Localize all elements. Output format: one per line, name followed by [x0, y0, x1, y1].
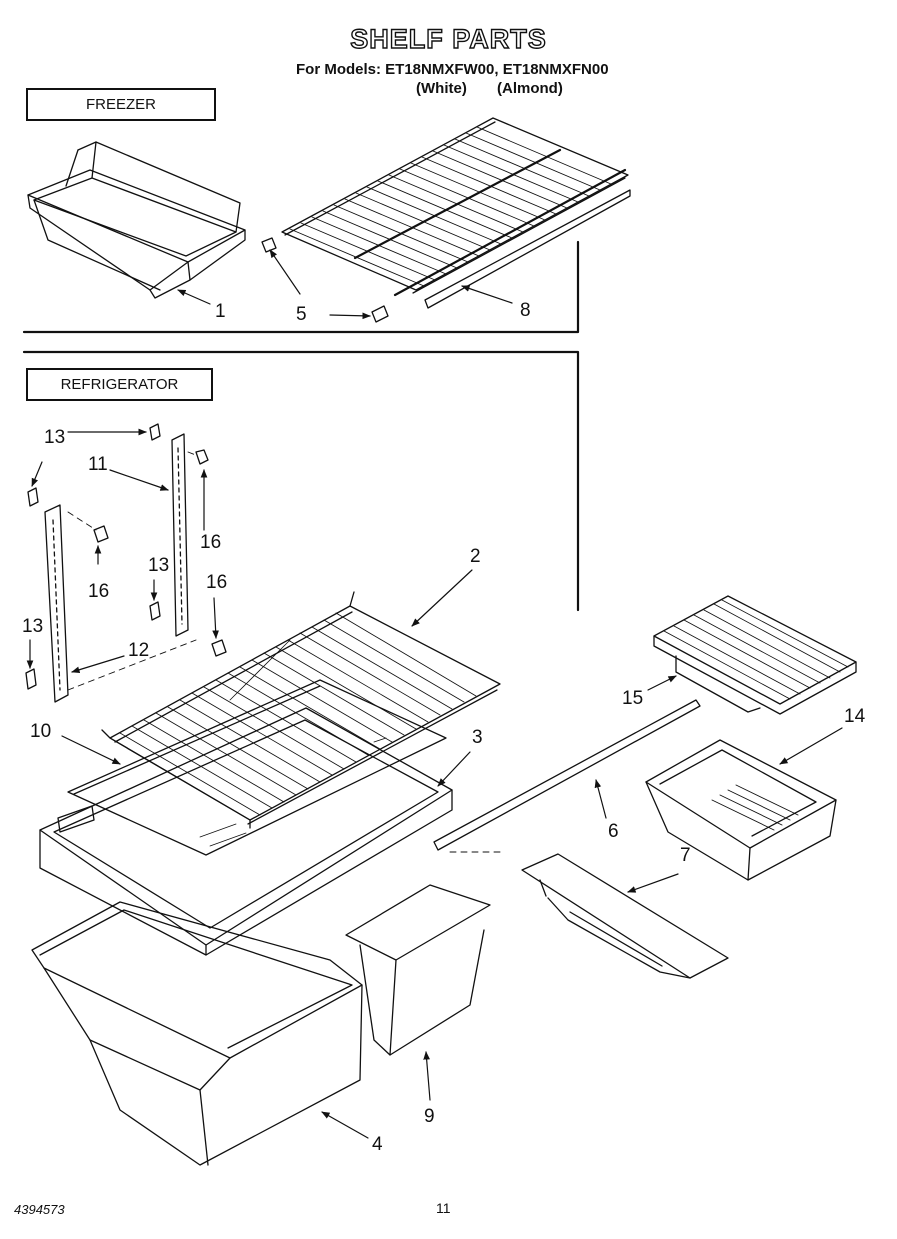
- callout-16-top: 16: [200, 532, 222, 553]
- crisper-drawer-part: [31, 901, 363, 1166]
- callout-7: 7: [680, 845, 691, 866]
- callout-10: 10: [30, 721, 52, 742]
- leader-lines: [26, 249, 843, 1139]
- document-number: 4394573: [14, 1202, 65, 1217]
- callout-6: 6: [608, 821, 619, 842]
- models-line: For Models: ET18NMXFW00, ET18NMXFN00: [296, 61, 609, 78]
- freezer-wire-shelf-part: [281, 117, 631, 309]
- callout-9: 9: [424, 1106, 435, 1127]
- shelf-frame-part: [39, 707, 453, 956]
- callout-13-top: 13: [44, 427, 66, 448]
- alignment-dashes: [67, 451, 501, 853]
- screws-part: [93, 449, 227, 657]
- page-number: 11: [436, 1200, 451, 1216]
- page-title: SHELF PARTS: [350, 23, 547, 54]
- callout-2: 2: [470, 546, 481, 567]
- cover-rail-part: [433, 699, 701, 851]
- shelf-ladder-rails-part: [44, 433, 189, 703]
- callout-13-bottom: 13: [22, 616, 44, 637]
- freezer-basket-part: [27, 141, 246, 299]
- small-crisper-drawer-part: [345, 884, 491, 1056]
- callout-16-right: 16: [206, 572, 228, 593]
- drawer-slide-part: [521, 853, 729, 979]
- freezer-shelf-supports-part: [261, 237, 389, 323]
- callout-15: 15: [622, 688, 644, 709]
- callout-3: 3: [472, 727, 483, 748]
- color-white-label: (White): [416, 80, 467, 97]
- freezer-section-label: FREEZER: [26, 88, 216, 121]
- callout-4: 4: [372, 1134, 383, 1155]
- meat-drawer-pan-part: [645, 739, 837, 881]
- fridge-shelf-wires: [119, 612, 477, 816]
- callout-12: 12: [128, 640, 150, 661]
- pan-ribs: [711, 784, 799, 831]
- callout-8: 8: [520, 300, 531, 321]
- meat-drawer-cover-part: [653, 595, 857, 715]
- callout-5: 5: [296, 304, 307, 325]
- callout-16-left: 16: [88, 581, 110, 602]
- callout-11: 11: [88, 454, 108, 475]
- callout-1: 1: [215, 301, 226, 322]
- cover-wires: [663, 599, 849, 700]
- callout-13-mid: 13: [148, 555, 170, 576]
- callout-14: 14: [844, 706, 866, 727]
- rail-clips-part: [25, 423, 161, 690]
- refrigerator-section-label: REFRIGERATOR: [26, 368, 213, 401]
- glass-panel-part: [67, 679, 447, 856]
- section-dividers: [22, 240, 580, 612]
- color-almond-label: (Almond): [497, 80, 563, 97]
